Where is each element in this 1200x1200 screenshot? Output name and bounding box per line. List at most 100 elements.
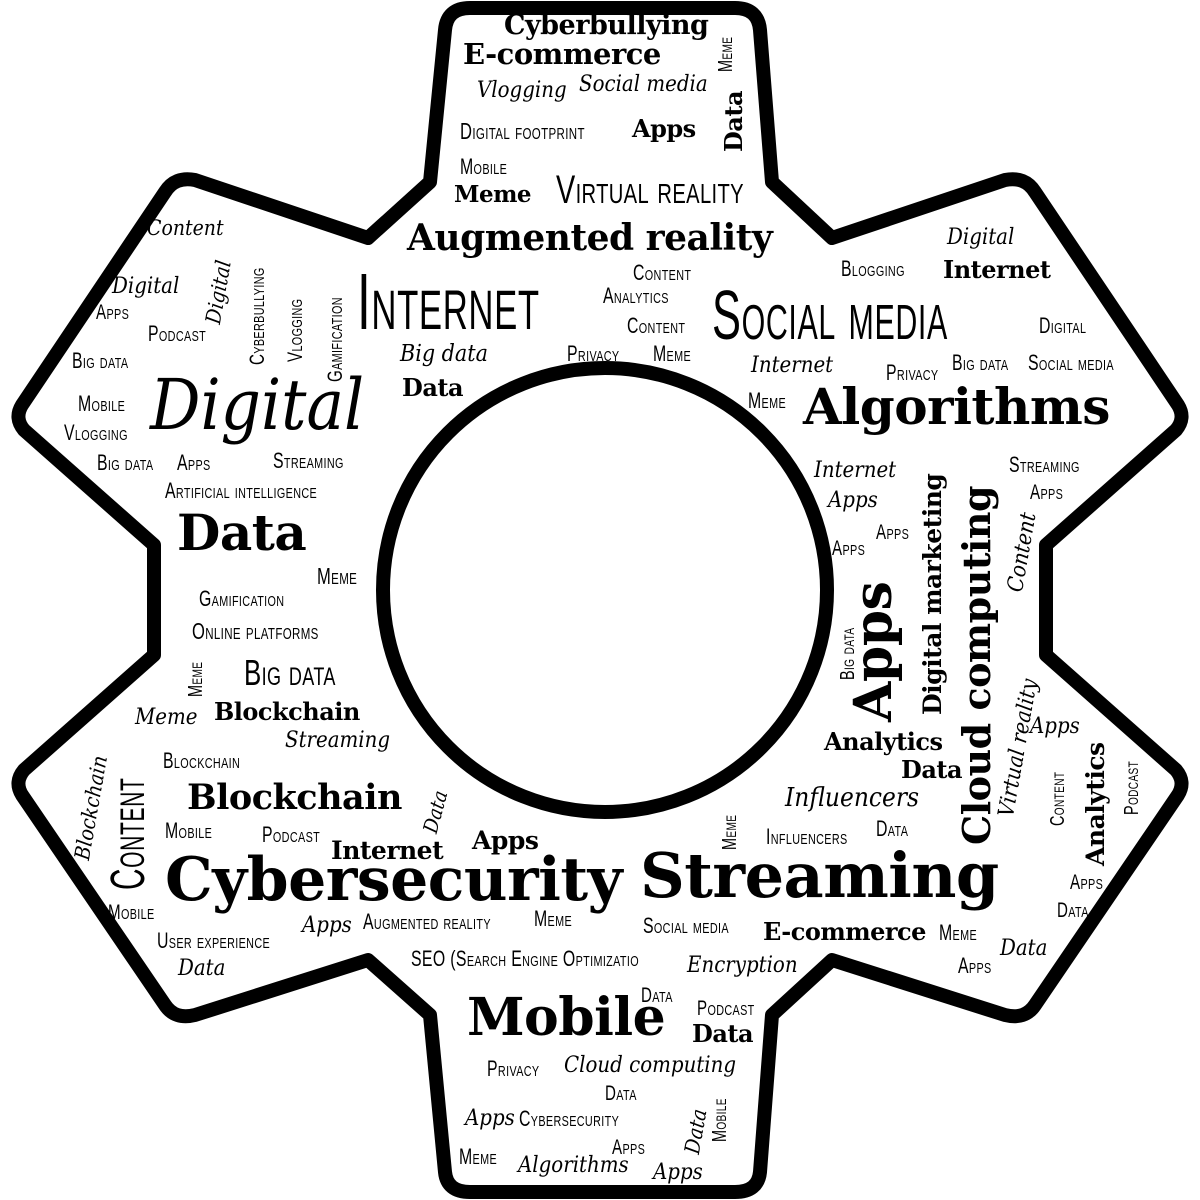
word-data: Data — [692, 1019, 754, 1048]
word-podcast: Podcast — [148, 321, 207, 346]
word-content: Content — [627, 313, 686, 338]
word-algorithms: Algorithms — [518, 1153, 629, 1178]
word-data: Data — [1000, 936, 1048, 961]
word-data: Data — [605, 1082, 637, 1105]
word-apps: Apps — [612, 1136, 646, 1159]
word-algorithms: Algorithms — [803, 377, 1110, 436]
word-meme: Meme — [534, 906, 573, 931]
word-apps: Apps — [632, 114, 696, 143]
word-e-commerce: E-commerce — [463, 37, 661, 71]
word-apps: Apps — [653, 1160, 703, 1185]
word-data: Data — [901, 755, 963, 784]
word-apps: Apps — [843, 581, 904, 722]
word-social-media: Social media — [1028, 350, 1114, 375]
word-analytics: Analytics — [824, 727, 943, 756]
word-meme: Meme — [653, 341, 692, 366]
word-social-media: Social media — [643, 913, 729, 938]
word-cyberbullying: Cyberbullying — [246, 267, 269, 365]
word-user-experience: User experience — [157, 928, 271, 953]
word-privacy: Privacy — [886, 360, 939, 385]
word-internet: Internet — [357, 257, 540, 346]
word-cloud-computing: Cloud computing — [564, 1053, 737, 1078]
word-blockchain: Blockchain — [163, 748, 241, 773]
word-cyberbullying: Cyberbullying — [504, 10, 709, 41]
word-e-commerce: E-commerce — [763, 917, 926, 946]
word-influencers: Influencers — [766, 824, 848, 849]
word-meme: Meme — [317, 563, 358, 589]
word-digital: Digital — [201, 258, 236, 326]
word-meme: Meme — [748, 388, 787, 413]
word-seo-search-engine-optimizatio: SEO (Search Engine Optimizatio — [411, 946, 639, 971]
word-content: Content — [102, 777, 155, 890]
word-data: Data — [402, 373, 464, 402]
word-streaming: Streaming — [640, 839, 999, 912]
word-content: Content — [147, 216, 224, 240]
word-influencers: Influencers — [785, 783, 920, 813]
word-apps: Apps — [177, 450, 211, 475]
word-streaming: Streaming — [285, 728, 391, 753]
word-content: Content — [633, 260, 692, 285]
word-virtual-reality: Virtual reality — [994, 677, 1043, 819]
word-online-platforms: Online platforms — [192, 618, 319, 644]
word-big-data: Big data — [244, 652, 336, 693]
word-podcast: Podcast — [1121, 760, 1143, 815]
word-social-media: Social media — [712, 276, 948, 354]
word-data: Data — [178, 956, 226, 981]
word-vlogging: Vlogging — [284, 298, 307, 362]
word-meme: Meme — [459, 1144, 498, 1169]
word-big-data: Big data — [400, 341, 488, 367]
word-apps: Apps — [96, 301, 130, 324]
word-digital: Digital — [150, 364, 365, 446]
word-digital-marketing: Digital marketing — [918, 473, 947, 715]
word-mobile: Mobile — [460, 154, 508, 179]
word-podcast: Podcast — [262, 822, 321, 847]
word-apps: Apps — [958, 953, 992, 978]
word-internet: Internet — [814, 458, 897, 483]
word-mobile: Mobile — [78, 391, 126, 416]
inner-hole-ring — [376, 361, 834, 819]
word-encryption: Encryption — [687, 953, 798, 978]
word-data: Data — [177, 503, 307, 562]
word-internet: Internet — [751, 353, 834, 378]
word-privacy: Privacy — [487, 1056, 540, 1081]
word-apps: Apps — [828, 488, 878, 513]
word-apps: Apps — [302, 913, 352, 938]
word-blockchain: Blockchain — [187, 777, 402, 818]
word-meme: Meme — [185, 661, 207, 697]
word-vlogging: Vlogging — [64, 420, 128, 445]
word-meme: Meme — [719, 814, 741, 850]
word-big-data: Big data — [952, 350, 1009, 375]
word-gamification: Gamification — [199, 586, 285, 611]
word-content: Content — [1047, 771, 1069, 826]
word-data: Data — [719, 91, 748, 152]
word-big-data: Big data — [72, 348, 129, 373]
word-mobile: Mobile — [709, 1098, 731, 1142]
word-apps: Apps — [472, 826, 539, 855]
word-vlogging: Vlogging — [477, 78, 567, 103]
word-mobile: Mobile — [108, 901, 155, 924]
word-data: Data — [418, 787, 453, 836]
word-analytics: Analytics — [1081, 742, 1110, 866]
word-meme: Meme — [939, 920, 978, 945]
word-apps: Apps — [876, 521, 910, 544]
word-digital-footprint: Digital footprint — [460, 118, 585, 144]
word-meme: Meme — [135, 705, 198, 730]
word-data: Data — [1057, 899, 1089, 922]
word-data: Data — [680, 1107, 712, 1156]
word-digital: Digital — [1039, 313, 1087, 338]
word-data: Data — [876, 816, 909, 841]
word-streaming: Streaming — [273, 448, 344, 473]
word-content: Content — [1003, 510, 1042, 594]
word-apps: Apps — [465, 1106, 515, 1131]
word-apps: Apps — [1030, 714, 1080, 739]
word-podcast: Podcast — [697, 997, 755, 1020]
word-cybersecurity: Cybersecurity — [519, 1106, 620, 1131]
word-digital: Digital — [947, 225, 1015, 250]
word-apps: Apps — [832, 537, 866, 560]
word-analytics: Analytics — [603, 283, 669, 308]
word-augmented-reality: Augmented reality — [363, 909, 491, 934]
word-apps: Apps — [1030, 481, 1064, 504]
word-blogging: Blogging — [841, 256, 905, 281]
word-blockchain: Blockchain — [214, 697, 360, 726]
